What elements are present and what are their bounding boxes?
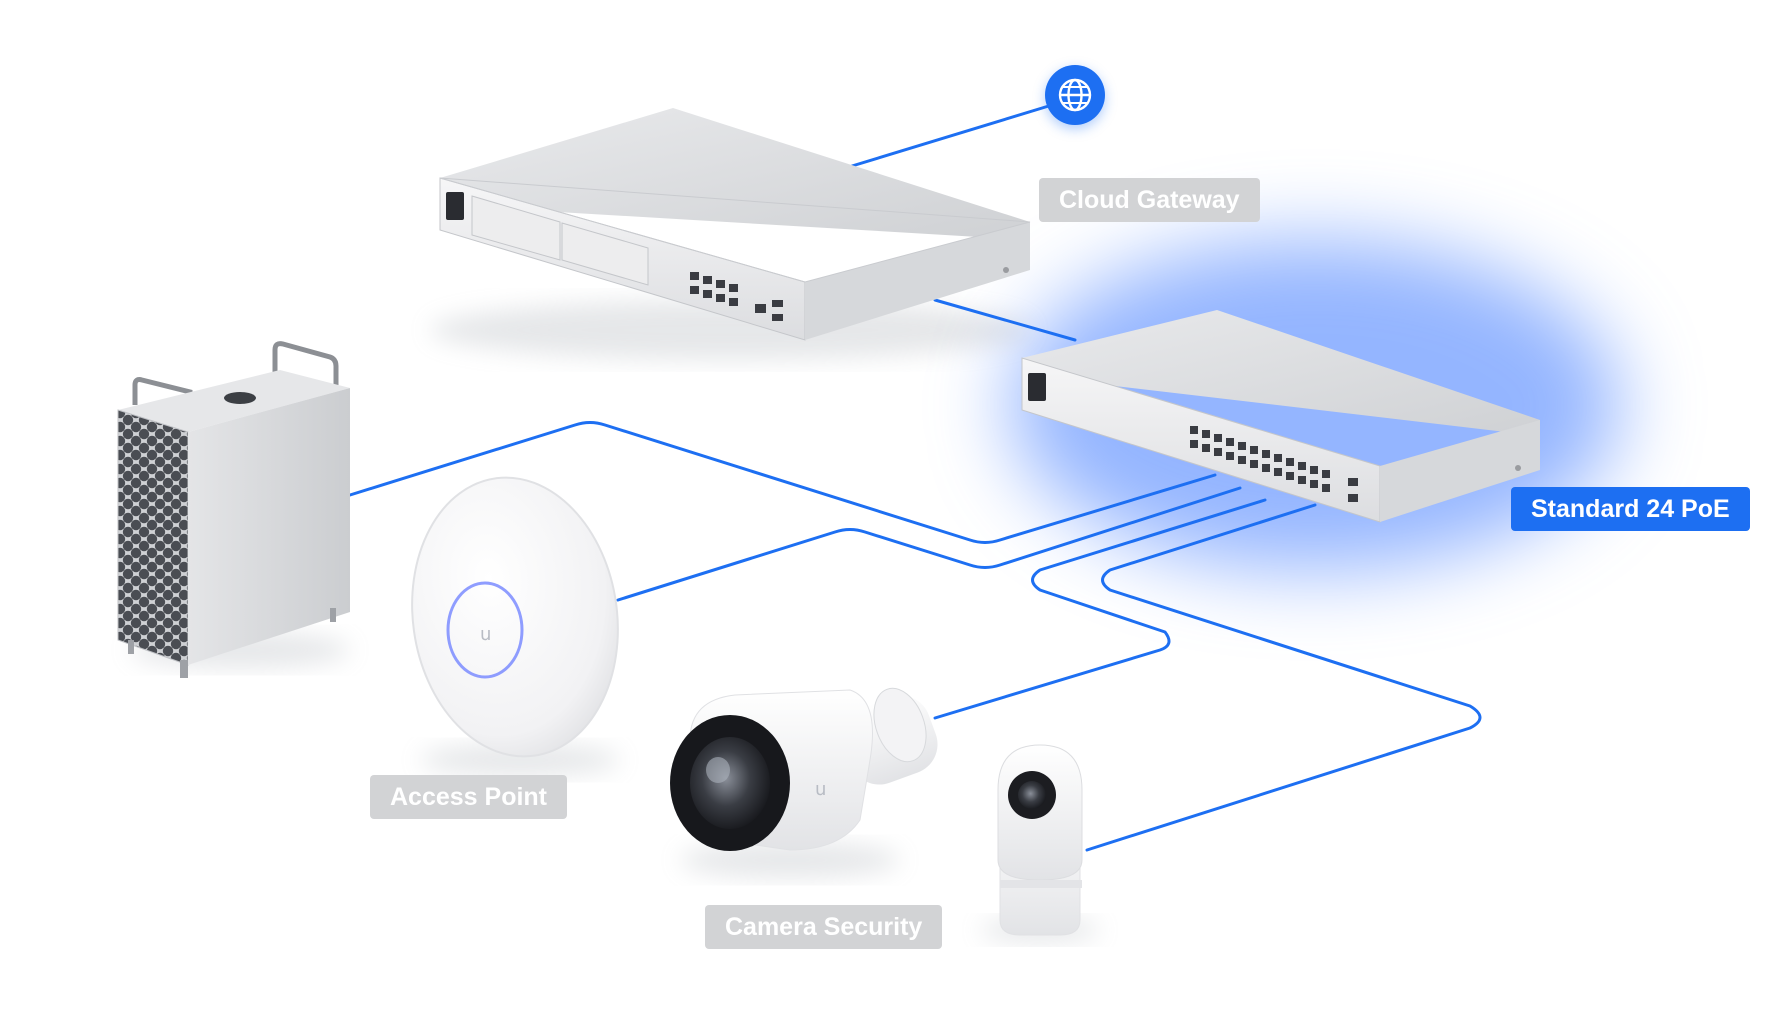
bullet-camera-device: u — [670, 687, 938, 851]
link-switch-tower — [348, 421, 1217, 544]
svg-text:u: u — [480, 624, 491, 645]
tower-foot — [180, 660, 188, 678]
label-standard-24-poe: Standard 24 PoE — [1511, 487, 1750, 531]
tower-foot — [128, 640, 134, 654]
label-camera-security: Camera Security — [705, 905, 943, 949]
tower-foot — [330, 608, 336, 622]
cloud-gateway-device — [439, 108, 1031, 341]
globe-icon — [1058, 78, 1092, 112]
dome-camera-device — [997, 744, 1083, 936]
svg-text:u: u — [815, 779, 826, 800]
link-switch-access-point — [616, 486, 1242, 602]
link-switch-dome-camera — [1085, 503, 1482, 852]
switch-ports — [1190, 426, 1358, 502]
internet-node — [1045, 65, 1105, 125]
link-gateway-internet — [850, 103, 1054, 168]
gateway-screen — [446, 192, 464, 220]
label-access-point: Access Point — [370, 775, 568, 819]
link-switch-bullet-camera — [933, 498, 1267, 720]
tower-workstation-device — [117, 341, 350, 678]
access-point-device: u — [411, 476, 619, 758]
switch-screen — [1028, 373, 1046, 401]
link-gateway-switch — [933, 298, 1077, 342]
standard-24-poe-device — [1021, 310, 1540, 523]
label-cloud-gateway: Cloud Gateway — [1039, 178, 1260, 222]
network-links — [348, 103, 1482, 852]
gateway-ports — [690, 272, 783, 321]
